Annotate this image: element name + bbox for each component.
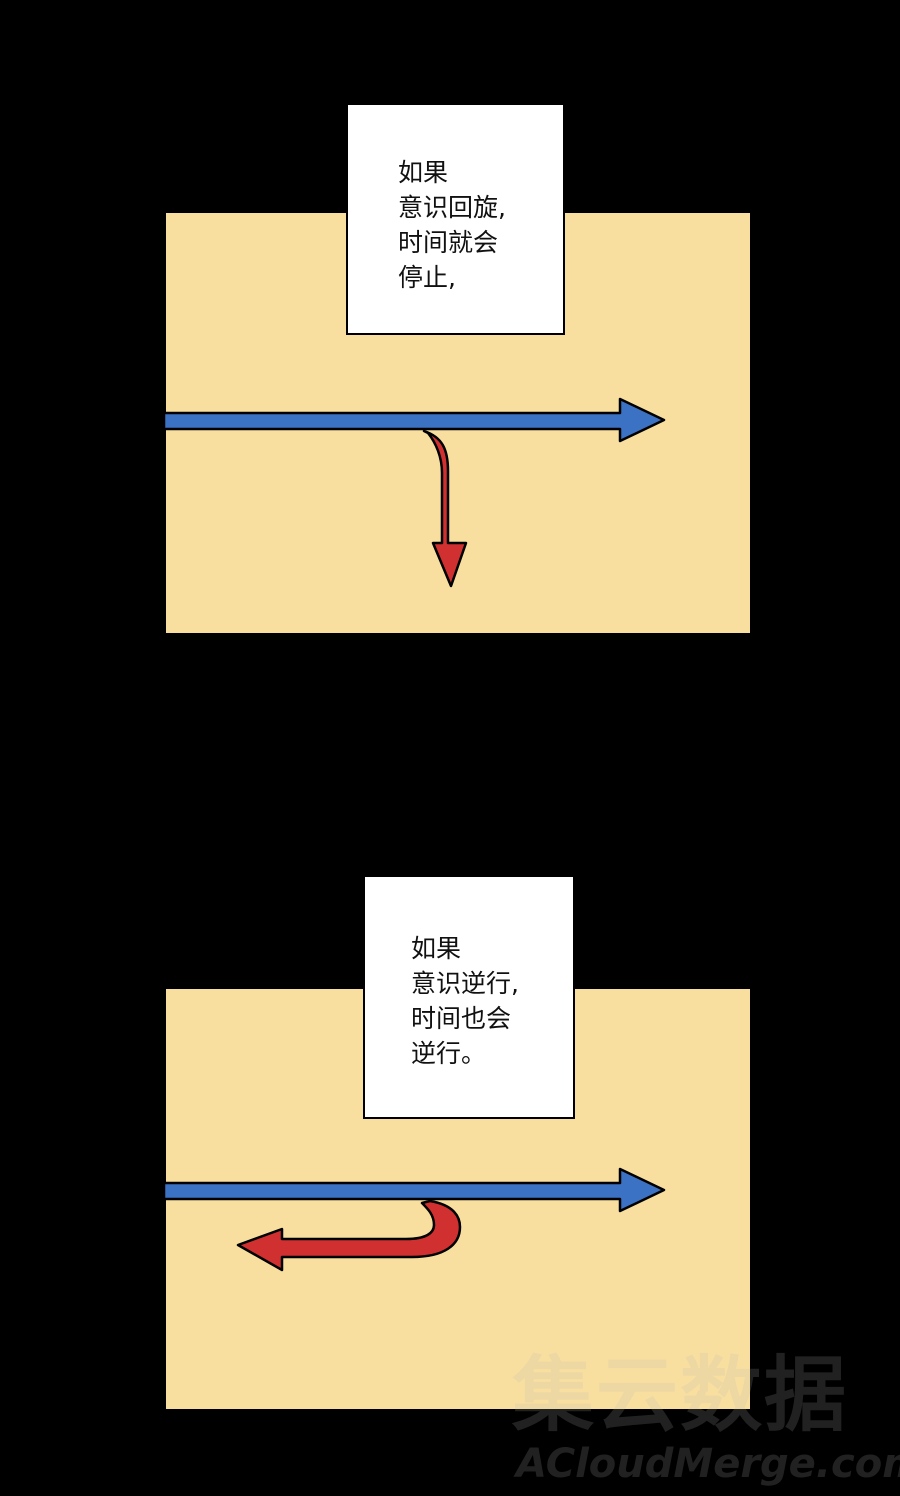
watermark: 集云数据 ACloudMerge.com bbox=[512, 1348, 900, 1490]
caption-2-line-3: 时间也会 bbox=[411, 1004, 512, 1033]
panel-1-arrows bbox=[162, 397, 666, 588]
caption-2-line-2: 意识逆行, bbox=[411, 969, 519, 998]
arrow-down-curved-icon bbox=[422, 429, 468, 588]
arrow-right-icon bbox=[162, 1167, 666, 1213]
caption-1-line-1: 如果 bbox=[398, 158, 449, 187]
arrow-right-icon bbox=[162, 397, 666, 443]
watermark-cn: 集云数据 bbox=[512, 1348, 849, 1443]
caption-2-line-1: 如果 bbox=[411, 934, 462, 963]
caption-box-2: 如果 意识逆行, 时间也会 逆行。 bbox=[363, 875, 575, 1119]
arrow-left-curved-icon bbox=[236, 1199, 462, 1272]
caption-2-line-4: 逆行。 bbox=[411, 1039, 487, 1068]
panel-2-arrows bbox=[162, 1167, 666, 1272]
caption-box-1: 如果 意识回旋, 时间就会 停止, bbox=[346, 103, 565, 335]
caption-1-line-3: 时间就会 bbox=[398, 228, 499, 257]
caption-1-line-4: 停止, bbox=[398, 263, 456, 292]
watermark-en: ACloudMerge.com bbox=[516, 1441, 900, 1487]
caption-1-line-2: 意识回旋, bbox=[398, 193, 506, 222]
